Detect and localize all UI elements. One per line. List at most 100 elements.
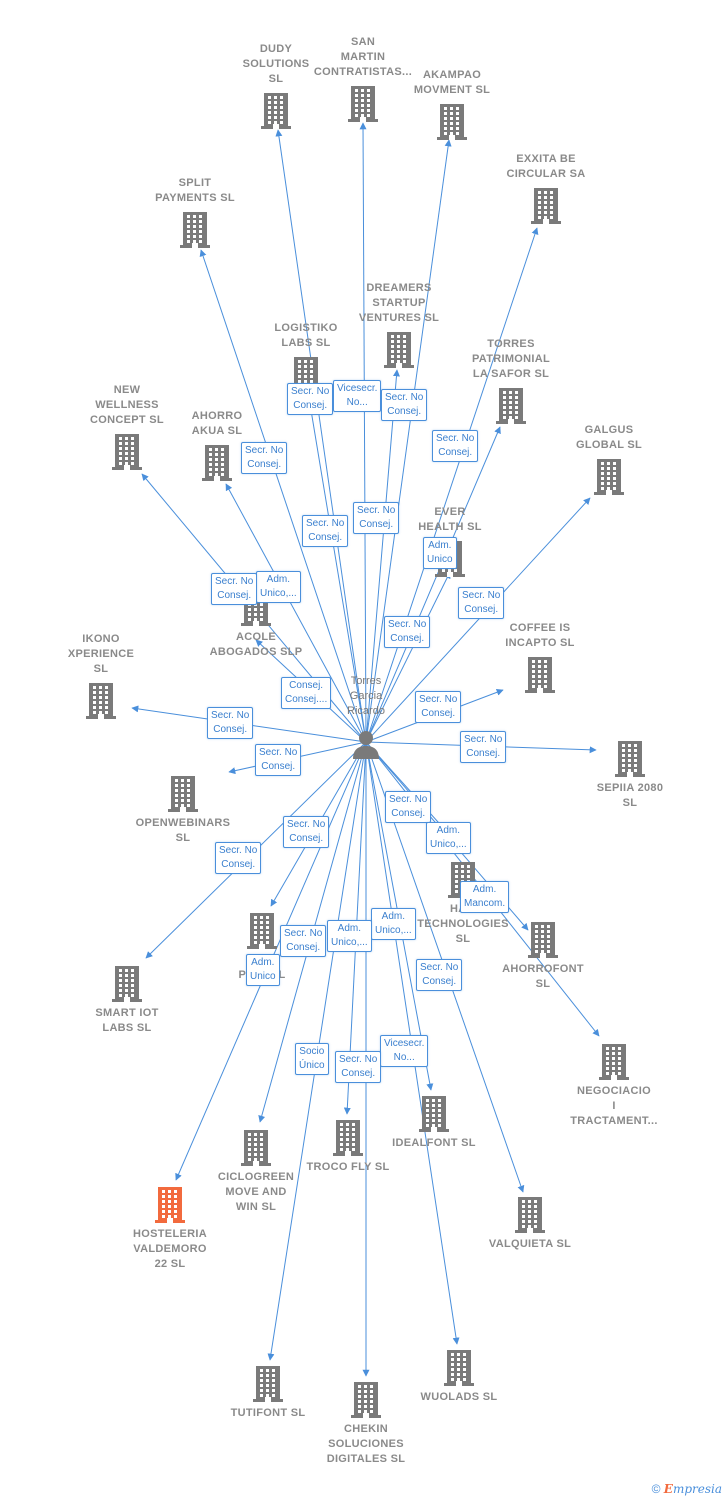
role-text-line: Consej.: [213, 724, 248, 735]
company-label-line: TRACTAMENT...: [570, 1115, 658, 1127]
role-text-line: No...: [393, 1052, 415, 1063]
role-text-line: Socio: [299, 1046, 325, 1057]
company-label-line: CHEKIN: [344, 1423, 388, 1435]
building-icon: [494, 388, 528, 424]
role-badge-r26[interactable]: Adm.Unico: [246, 954, 280, 986]
role-badge-r2[interactable]: Vicesecr.No...: [333, 380, 382, 412]
role-text-line: Adm.: [472, 884, 497, 895]
role-badge-r29[interactable]: Vicesecr.No...: [380, 1035, 429, 1067]
role-badge-r13[interactable]: Consej.Consej....: [281, 677, 332, 709]
role-text-line: Unico,...: [430, 839, 467, 850]
role-text-line: Consej.: [286, 942, 321, 953]
building-icon: [417, 1096, 451, 1132]
company-label-line: SL: [93, 663, 109, 675]
role-text-line: Unico,...: [260, 588, 297, 599]
role-text-line: Consej.: [217, 590, 252, 601]
company-node-tutifont[interactable]: TUTIFONT SL: [208, 1366, 328, 1421]
company-label-line: CONTRATISTAS...: [313, 66, 413, 78]
person-name-line-1: Torres: [350, 675, 382, 687]
company-label-line: HOSTELERIA: [133, 1228, 207, 1240]
role-badge-r21[interactable]: Adm. Mancom.: [460, 881, 510, 913]
role-badge-r19[interactable]: Adm.Unico,...: [426, 822, 471, 854]
building-icon: [523, 657, 557, 693]
role-text-line: Secr. No: [462, 590, 501, 601]
footer-brand: © Empresia: [652, 1482, 722, 1496]
center-person[interactable]: Torres Garcia Ricardo: [326, 674, 406, 759]
company-label-line: CONCEPT SL: [90, 414, 164, 426]
company-node-trocofly[interactable]: TROCO FLY SL: [288, 1120, 408, 1175]
company-label: WUOLADS SL: [399, 1390, 519, 1405]
role-text-line: Mancom.: [464, 898, 506, 909]
company-node-valquieta[interactable]: VALQUIETA SL: [470, 1197, 590, 1252]
copyright-symbol: ©: [651, 1482, 661, 1496]
company-label-line: WIN SL: [235, 1201, 277, 1213]
person-name-line-3: Ricardo: [347, 705, 385, 717]
role-text-line: Consej.: [247, 459, 282, 470]
edge-to-galgus: [365, 497, 591, 743]
role-badge-r24[interactable]: Adm.Unico,...: [327, 920, 372, 952]
role-badge-r9[interactable]: Adm.Unico,...: [256, 571, 301, 603]
company-label-line: HEALTH SL: [418, 521, 482, 533]
role-badge-r8[interactable]: Adm.Unico: [423, 537, 457, 569]
building-icon: [346, 86, 380, 122]
building-icon: [331, 1120, 365, 1156]
company-node-wuolads[interactable]: WUOLADS SL: [399, 1350, 519, 1405]
company-label-line: SL: [622, 797, 638, 809]
role-text-line: Secr. No: [284, 928, 323, 939]
company-label-line: LA SAFOR SL: [472, 368, 550, 380]
company-label-line: SL: [455, 933, 471, 945]
company-node-idealfont[interactable]: IDEALFONT SL: [374, 1096, 494, 1151]
role-text-line: Secr. No: [219, 845, 258, 856]
role-badge-r23[interactable]: Adm.Unico,...: [371, 908, 416, 940]
role-text-line: Secr. No: [259, 747, 298, 758]
edge-to-everhealth: [365, 571, 451, 743]
role-badge-r25[interactable]: Secr. No Consej.: [280, 925, 327, 957]
